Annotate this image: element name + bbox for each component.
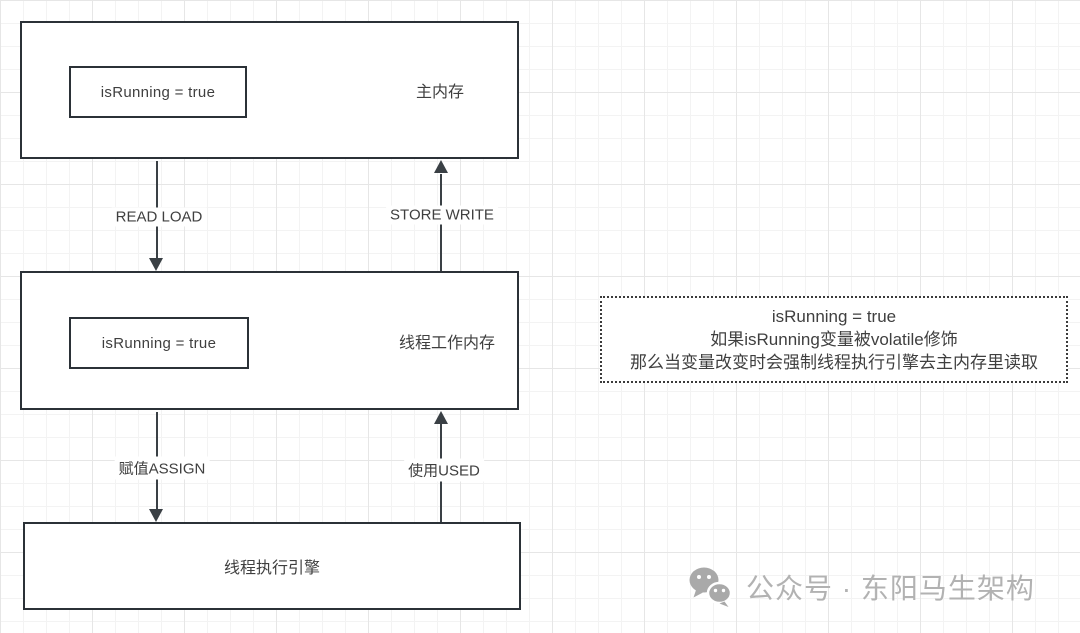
working-memory-label: 线程工作内存 — [398, 334, 496, 352]
used-arrow-label: 使用USED — [404, 458, 484, 482]
arrowhead-up-icon — [434, 411, 448, 424]
main-memory-label: 主内存 — [415, 84, 465, 101]
annotation-line-2: 如果isRunning变量被volatile修饰 — [710, 330, 958, 349]
arrowhead-down-icon — [149, 258, 163, 271]
main-memory-box: isRunning = true 主内存 — [20, 21, 519, 159]
watermark: 公众号 · 东阳马生架构 — [688, 566, 1035, 608]
assign-arrow-label: 赋值ASSIGN — [114, 456, 210, 480]
working-memory-variable-label: isRunning = true — [101, 334, 217, 352]
watermark-text: 公众号 · 东阳马生架构 — [746, 573, 1035, 604]
annotation-line-3: 那么当变量改变时会强制线程执行引擎去主内存里读取 — [630, 353, 1038, 372]
main-memory-variable-label: isRunning = true — [100, 83, 216, 101]
execution-engine-box: 线程执行引擎 — [23, 522, 521, 610]
annotation-line-1: isRunning = true — [771, 307, 897, 326]
wechat-icon — [688, 566, 734, 608]
working-memory-box: isRunning = true 线程工作内存 — [20, 271, 519, 410]
main-memory-variable-box: isRunning = true — [69, 66, 247, 118]
working-memory-variable-box: isRunning = true — [69, 317, 249, 369]
volatile-annotation-box: isRunning = true 如果isRunning变量被volatile修… — [600, 296, 1068, 383]
store-write-arrow-label: STORE WRITE — [386, 205, 498, 225]
arrowhead-down-icon — [149, 509, 163, 522]
read-load-arrow-label: READ LOAD — [111, 207, 207, 227]
execution-engine-label: 线程执行引擎 — [223, 560, 320, 577]
arrowhead-up-icon — [434, 160, 448, 173]
